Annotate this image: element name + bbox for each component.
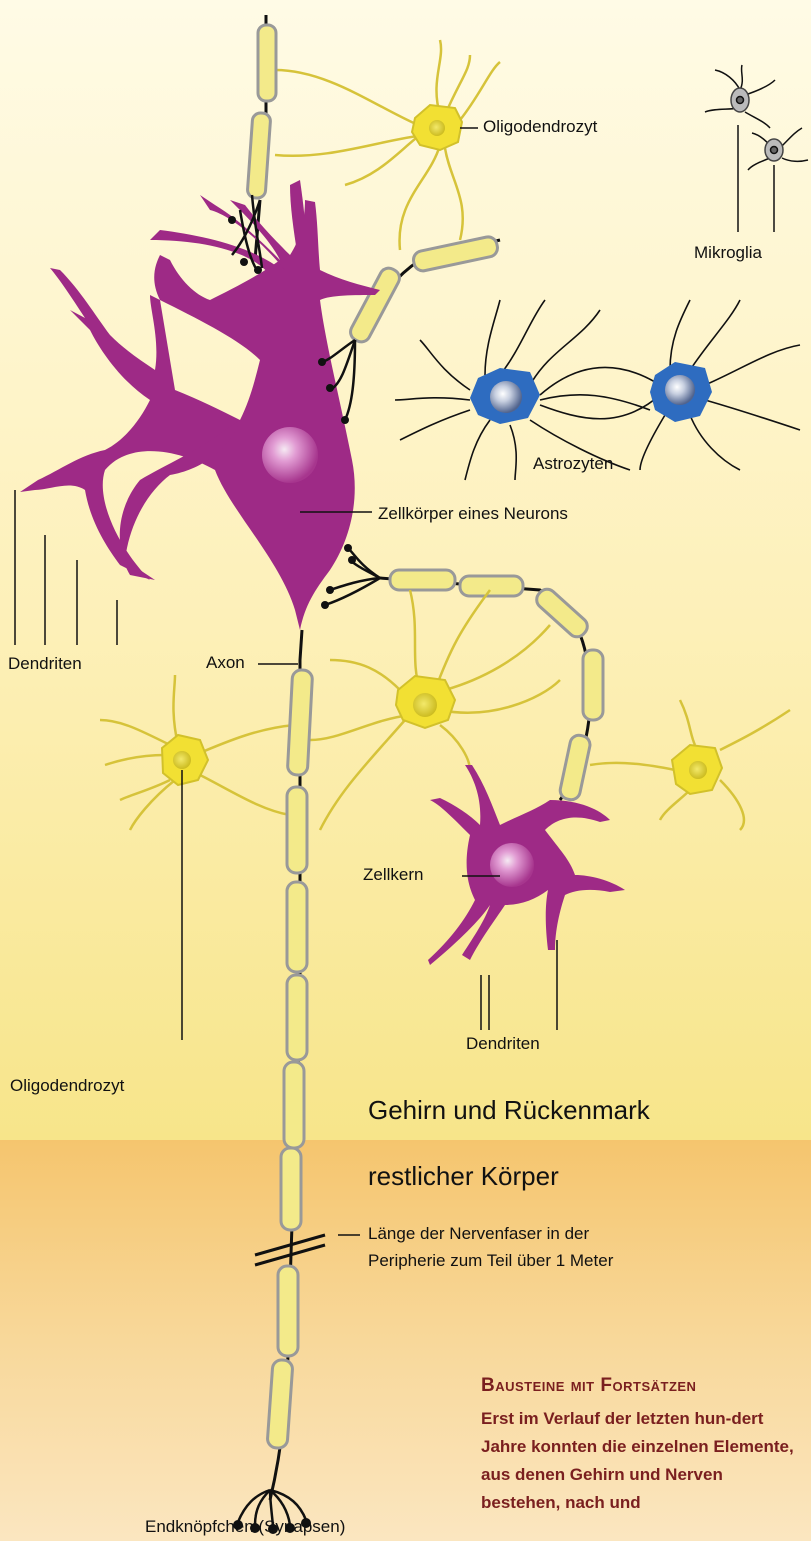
microglia: [705, 65, 808, 170]
astrocytes: [395, 300, 800, 480]
myelin-main: [267, 670, 313, 1449]
label-dendrites-right: Dendriten: [466, 1035, 540, 1054]
label-microglia: Mikroglia: [694, 244, 762, 263]
label-oligodendrocyte-bottom: Oligodendrozyt: [10, 1077, 124, 1096]
label-dendrites-left: Dendriten: [8, 655, 82, 674]
label-nucleus: Zellkern: [363, 866, 423, 885]
myelin-top: [247, 25, 276, 199]
caption-title: Bausteine mit Fortsätzen: [481, 1375, 801, 1397]
label-cell-body: Zellkörper eines Neurons: [378, 505, 568, 524]
oligodendrocyte-middle: [310, 590, 560, 830]
label-astrocytes: Astrozyten: [533, 455, 613, 474]
oligodendrocyte-right: [590, 700, 790, 830]
caption-text: Erst im Verlauf der letzten hun-dert Jah…: [481, 1405, 801, 1517]
label-rest-body: restlicher Körper: [368, 1162, 559, 1191]
label-synapses: Endknöpfchen (Synapsen): [145, 1518, 345, 1537]
label-fiber-length-1: Länge der Nervenfaser in der: [368, 1225, 589, 1244]
neuron-second: [428, 765, 625, 965]
caption-box: Bausteine mit Fortsätzen Erst im Verlauf…: [481, 1375, 801, 1517]
label-axon: Axon: [206, 654, 245, 673]
label-oligodendrocyte-top: Oligodendrozyt: [483, 118, 597, 137]
label-brain-spinal: Gehirn und Rückenmark: [368, 1096, 650, 1125]
label-fiber-length-2: Peripherie zum Teil über 1 Meter: [368, 1252, 613, 1271]
neuron-main: [20, 180, 380, 630]
oligodendrocyte-bottom: [100, 675, 295, 830]
